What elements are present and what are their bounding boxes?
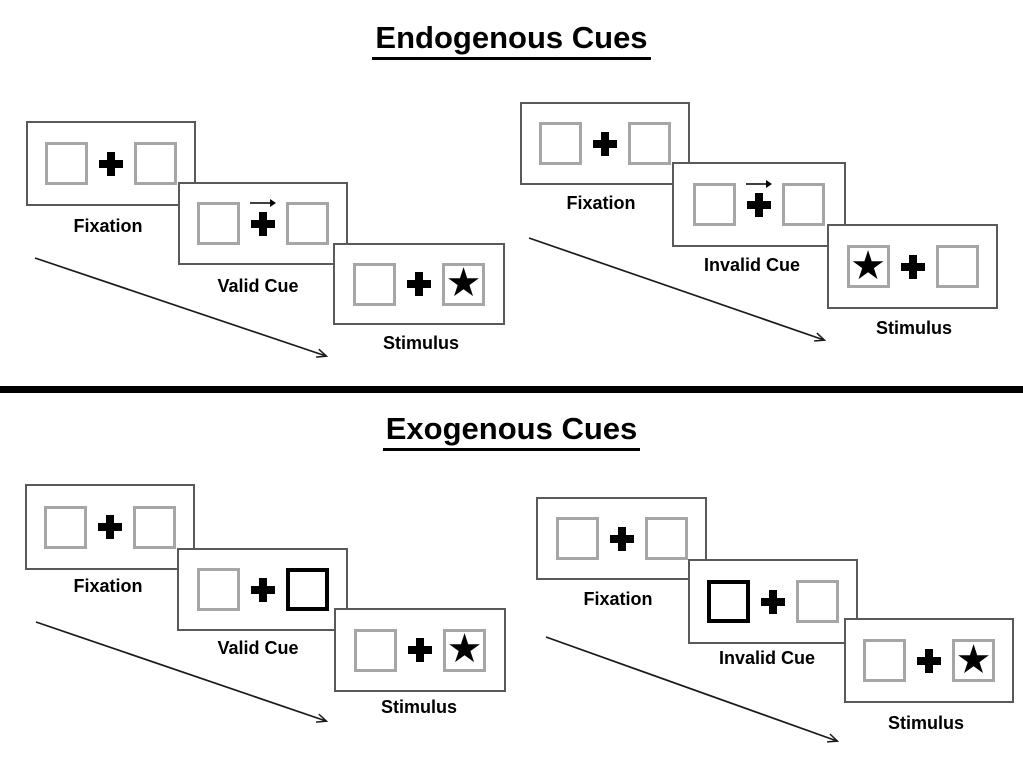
right-box: ★ — [952, 639, 995, 682]
section-title-text: Exogenous Cues — [382, 411, 641, 451]
left-box — [555, 517, 599, 560]
step-label: Stimulus — [875, 318, 952, 338]
step-label: Fixation — [583, 589, 653, 609]
step-label: Invalid Cue — [703, 255, 801, 275]
fixation-cross-icon — [761, 589, 785, 614]
left-box — [693, 183, 736, 226]
right-box — [628, 122, 671, 165]
right-box — [935, 245, 979, 288]
right-box — [286, 202, 329, 245]
right-box — [796, 580, 839, 623]
step-label: Stimulus — [382, 333, 459, 353]
left-box-cue-highlight — [707, 580, 750, 623]
left-box — [196, 568, 240, 611]
fixation-cross-icon — [251, 211, 275, 236]
left-box: ★ — [846, 243, 890, 288]
fixation-cross-icon — [98, 515, 122, 539]
left-box — [354, 628, 397, 672]
timeline-arrow-exogenous-invalid — [545, 636, 840, 743]
star-stimulus-icon: ★ — [955, 637, 992, 682]
cue-arrow-icon — [250, 198, 276, 207]
endogenous-valid-fixation-panel — [26, 121, 196, 206]
right-box: ★ — [442, 261, 485, 306]
fixation-cross-icon — [917, 648, 941, 673]
fixation-cross-icon — [747, 192, 771, 217]
fixation-cross-icon — [609, 526, 634, 551]
exogenous-invalid-stimulus-panel: ★ — [844, 618, 1014, 703]
fixation-cross-icon — [593, 131, 617, 156]
right-box — [133, 505, 176, 549]
timeline-arrow-endogenous-invalid — [528, 237, 827, 342]
fixation-cross-icon — [250, 577, 275, 602]
step-label: Valid Cue — [217, 276, 299, 296]
step-label: Fixation — [566, 193, 636, 213]
exogenous-invalid-fixation-panel — [536, 497, 707, 580]
left-box — [44, 505, 87, 549]
right-box — [782, 183, 825, 226]
cue-arrow-icon — [746, 179, 772, 188]
right-box-cue-highlight — [285, 568, 329, 611]
star-stimulus-icon: ★ — [445, 261, 482, 305]
step-label: Fixation — [73, 216, 143, 236]
left-box — [353, 262, 396, 306]
step-label: Invalid Cue — [718, 648, 816, 668]
star-stimulus-icon: ★ — [850, 243, 886, 288]
right-box — [134, 142, 177, 185]
endogenous-valid-cue-panel — [178, 182, 348, 265]
exogenous-valid-stimulus-panel: ★ — [334, 608, 506, 692]
right-box — [644, 517, 688, 560]
left-box — [863, 639, 906, 682]
section-title-endogenous: Endogenous Cues — [0, 20, 1023, 60]
fixation-cross-icon — [407, 272, 431, 296]
exogenous-valid-cue-panel — [177, 548, 348, 631]
left-box — [539, 122, 582, 165]
section-divider — [0, 386, 1023, 393]
step-label: Stimulus — [887, 713, 964, 733]
exogenous-valid-fixation-panel — [25, 484, 195, 570]
endogenous-invalid-fixation-panel — [520, 102, 690, 185]
step-label: Valid Cue — [217, 638, 299, 658]
timeline-arrow-endogenous-valid — [34, 257, 329, 358]
section-title-exogenous: Exogenous Cues — [0, 411, 1023, 451]
left-box — [197, 202, 240, 245]
right-box: ★ — [443, 627, 486, 672]
exogenous-invalid-cue-panel — [688, 559, 858, 644]
star-stimulus-icon: ★ — [446, 627, 483, 671]
fixation-cross-icon — [99, 151, 123, 176]
timeline-arrow-exogenous-valid — [35, 621, 329, 723]
section-title-text: Endogenous Cues — [372, 20, 651, 60]
fixation-cross-icon — [408, 638, 432, 662]
endogenous-invalid-stimulus-panel: ★ — [827, 224, 998, 309]
endogenous-invalid-cue-panel — [672, 162, 846, 247]
step-label: Stimulus — [380, 697, 457, 717]
step-label: Fixation — [73, 576, 143, 596]
left-box — [45, 142, 88, 185]
endogenous-valid-stimulus-panel: ★ — [333, 243, 505, 325]
fixation-cross-icon — [900, 254, 925, 279]
